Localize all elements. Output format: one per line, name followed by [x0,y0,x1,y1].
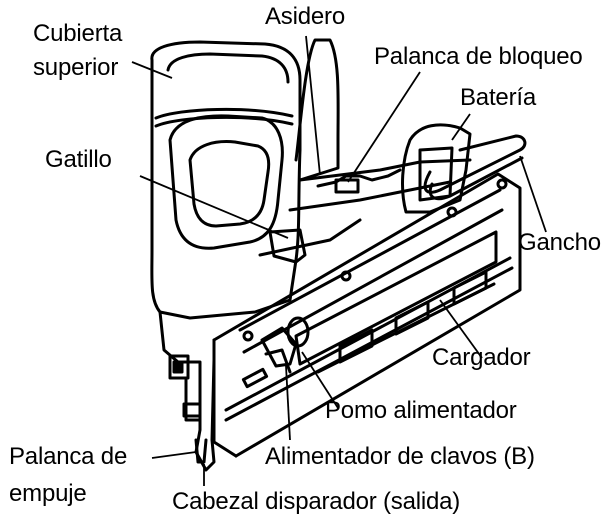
feeder-pusher-2 [264,348,292,374]
push-lever-part [182,402,202,418]
magazine-screw-2 [340,270,352,282]
lock-lever-btn [334,178,360,194]
feeder-knob [286,316,310,348]
magazine-bottom [212,338,238,458]
label-palanca-de-bloqueo: Palanca de bloqueo [374,43,583,70]
leader-bateria [451,113,471,141]
label-cargador: Cargador [432,344,531,371]
magazine-top [212,172,522,458]
handle-grip [294,38,340,182]
leader-cubierta [131,61,173,79]
nose-marking [241,367,269,389]
leader-palanca-bloqueo [347,71,421,183]
leader-alimentador [285,365,291,441]
top-cover-inner [188,140,271,228]
leader-gatillo [139,175,289,239]
handle-lower [258,218,362,257]
label-asidero: Asidero [265,3,345,30]
feeder-pusher [260,326,298,368]
label-cubierta-superior-line2: superior [33,54,119,81]
top-cover-band [154,107,294,120]
leader-pomo [301,351,339,409]
label-bateria: Batería [460,84,536,111]
battery-body [401,123,472,214]
label-gatillo: Gatillo [45,146,112,173]
magazine-window-3 [452,270,488,306]
magazine-rail [238,188,502,332]
hook-wire-2 [428,156,524,201]
handle-top [298,158,472,182]
nose-block-dark [172,360,184,374]
magazine-screw-4 [496,178,508,190]
push-lever-tip [194,438,208,464]
label-palanca-de-empuje-line2: empuje [9,480,87,507]
label-gancho: Gancho [518,229,601,256]
magazine-lines-2 [224,266,514,422]
leader-cargador [439,299,483,359]
leader-asidero [305,35,321,176]
magazine-window-2 [394,300,430,336]
magazine-window-1 [338,328,374,364]
hook-wire [423,134,527,194]
top-cover-ridge [166,52,290,84]
top-cover-band-2 [154,115,294,128]
magazine-slot-1 [294,230,498,366]
leader-gancho [519,155,547,233]
nose-bracket [184,378,202,422]
nose-block [168,354,190,380]
label-cabezal-disparador: Cabezal disparador (salida) [172,488,461,515]
leader-palanca-empuje [151,451,197,459]
trigger-shape [268,228,307,264]
label-pomo-alimentador: Pomo alimentador [325,397,517,424]
label-palanca-de-empuje-line1: Palanca de [9,443,128,470]
label-alimentador-de-clavos: Alimentador de clavos (B) [265,443,535,470]
magazine-screw-3 [446,206,458,218]
label-cubierta-superior-line1: Cubierta [33,20,123,47]
magazine-screw-1 [242,330,254,342]
